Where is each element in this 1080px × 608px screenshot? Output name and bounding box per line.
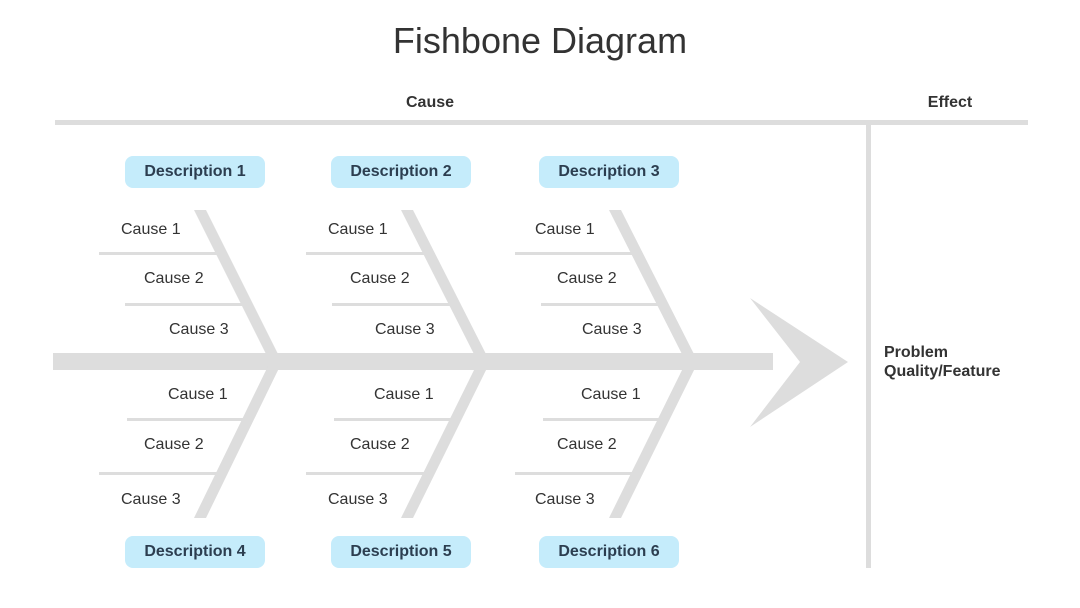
rib xyxy=(332,303,455,306)
cause-label: Cause 3 xyxy=(375,321,435,338)
rib xyxy=(125,303,248,306)
rib xyxy=(541,303,664,306)
rib xyxy=(99,252,223,255)
description-2: Description 2 xyxy=(331,156,471,188)
bone-top-2 xyxy=(401,210,490,362)
effect-text: Problem Quality/Feature xyxy=(884,343,1000,381)
cause-label: Cause 1 xyxy=(374,386,434,403)
description-1: Description 1 xyxy=(125,156,265,188)
rib xyxy=(543,418,663,421)
effect-header: Effect xyxy=(927,94,973,111)
cause-label: Cause 2 xyxy=(350,270,410,287)
cause-label: Cause 1 xyxy=(168,386,228,403)
cause-label: Cause 2 xyxy=(144,436,204,453)
description-4: Description 4 xyxy=(125,536,265,568)
bone-bottom-1 xyxy=(194,362,282,518)
header-rule xyxy=(55,120,1028,125)
rib xyxy=(515,252,639,255)
rib xyxy=(306,252,430,255)
rib xyxy=(99,472,223,475)
spine xyxy=(53,353,773,370)
cause-label: Cause 3 xyxy=(121,491,181,508)
effect-divider xyxy=(866,125,871,568)
cause-label: Cause 3 xyxy=(328,491,388,508)
cause-label: Cause 2 xyxy=(557,270,617,287)
rib xyxy=(334,418,454,421)
cause-label: Cause 3 xyxy=(582,321,642,338)
spine-arrow-head xyxy=(750,298,848,427)
bone-bottom-2 xyxy=(401,362,490,518)
rib xyxy=(515,472,639,475)
bone-bottom-3 xyxy=(609,362,698,518)
description-6: Description 6 xyxy=(539,536,679,568)
effect-line-2: Quality/Feature xyxy=(884,363,1001,380)
effect-line-1: Problem xyxy=(884,344,949,361)
cause-label: Cause 1 xyxy=(121,221,181,238)
cause-label: Cause 2 xyxy=(144,270,204,287)
cause-label: Cause 2 xyxy=(557,436,617,453)
bone-top-3 xyxy=(609,210,698,362)
cause-label: Cause 1 xyxy=(581,386,641,403)
diagram-title: Fishbone Diagram xyxy=(392,20,688,61)
rib xyxy=(306,472,430,475)
cause-label: Cause 2 xyxy=(350,436,410,453)
cause-label: Cause 1 xyxy=(328,221,388,238)
cause-label: Cause 3 xyxy=(535,491,595,508)
description-3: Description 3 xyxy=(539,156,679,188)
rib xyxy=(127,418,247,421)
cause-header: Cause xyxy=(405,94,455,111)
description-5: Description 5 xyxy=(331,536,471,568)
cause-label: Cause 1 xyxy=(535,221,595,238)
bone-top-1 xyxy=(194,210,282,362)
cause-label: Cause 3 xyxy=(169,321,229,338)
